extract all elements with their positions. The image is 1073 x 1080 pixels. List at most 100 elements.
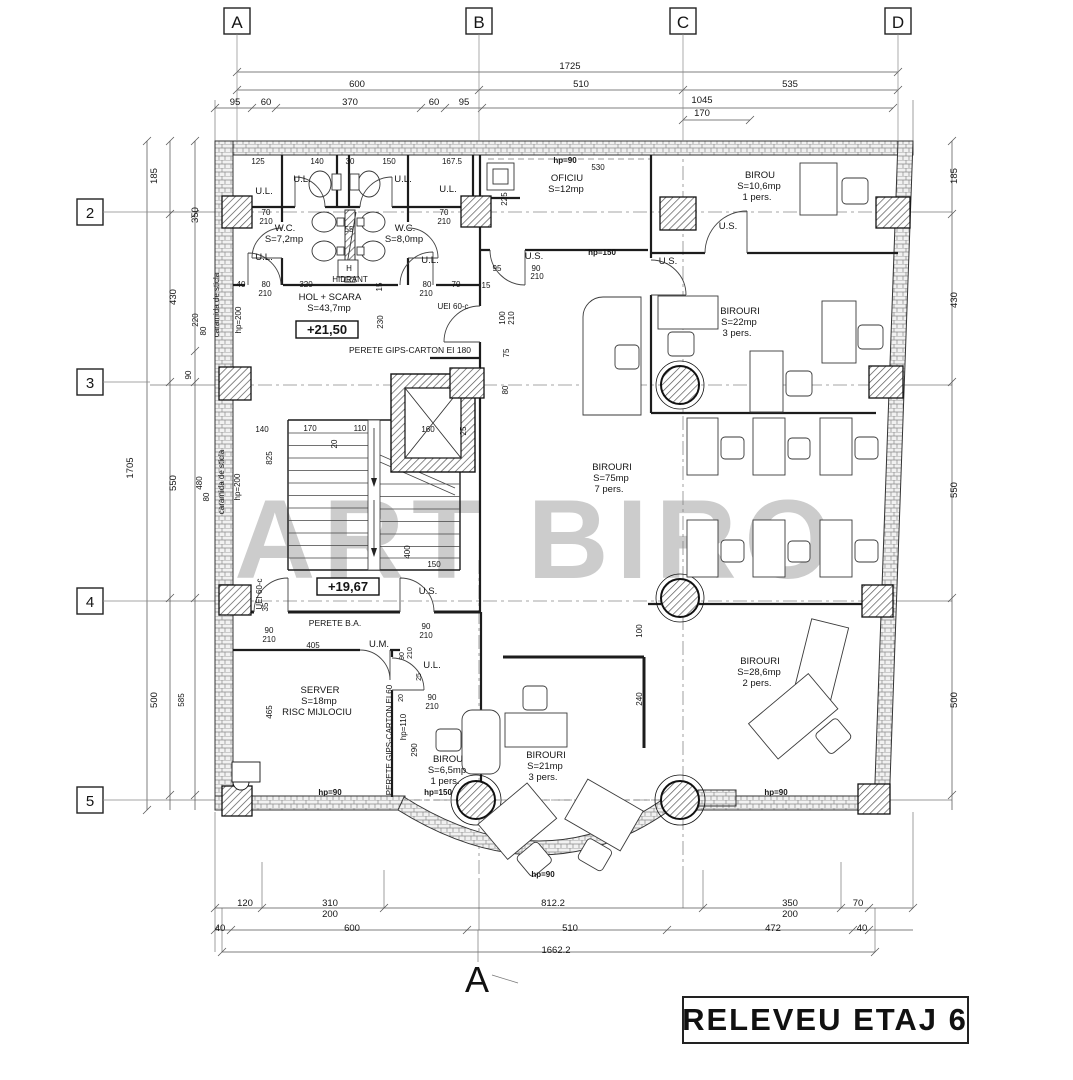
dim-label-interior: 15 (375, 282, 384, 291)
dim-label-interior: 30 (346, 157, 355, 166)
dim-label-interior: 15 (482, 281, 491, 290)
dim-label-right: 430 (949, 292, 960, 308)
dim-label-left: 585 (177, 693, 186, 707)
room-occupancy: 1 pers. (742, 192, 771, 203)
dim-label-interior: 80 (501, 385, 510, 394)
dim-label-top: 600 (349, 79, 365, 90)
door-label: U.L. (421, 255, 438, 266)
dim-label-top: 1725 (559, 61, 580, 72)
dim-label-interior: 240 (635, 692, 644, 706)
title-block (682, 996, 969, 1044)
dim-label-interior: 25 (459, 426, 468, 435)
room-area: S=21mp (527, 761, 563, 772)
dim-label-interior: 230 (376, 315, 385, 329)
dim-label-left: 550 (168, 475, 179, 491)
parapet-height-label: hp=90 (318, 788, 342, 797)
room-area: S=8,0mp (385, 234, 423, 245)
dim-label-interior: 167.5 (442, 157, 463, 166)
dim-label-bottom: 120 (237, 898, 253, 909)
dim-label-interior: 290 (410, 743, 419, 757)
dim-label-interior: 40 (237, 280, 246, 289)
dim-label-interior: 90 (428, 693, 437, 702)
room-area: S=43,7mp (307, 303, 351, 314)
grid-row-label: 4 (86, 594, 94, 611)
dim-label-interior: 90 (399, 652, 406, 660)
wall-label: caramida de sticla (212, 272, 221, 337)
dim-label-bottom: 40 (857, 923, 868, 934)
dim-label-left: 350 (190, 207, 201, 223)
grid-column-label: B (473, 13, 484, 32)
dim-label-interior: 35 (261, 602, 270, 611)
room-name: BIROURI (526, 750, 566, 761)
dim-label-bottom: 40 (215, 923, 226, 934)
room-area: S=28,6mp (737, 667, 781, 678)
door-label: U.S. (719, 221, 737, 232)
section-marker-a: A (465, 959, 489, 1000)
dim-label-interior: 320 (299, 280, 313, 289)
door-label: U.L. (255, 186, 272, 197)
dim-label-bottom: 200 (782, 909, 798, 920)
door-label: U.S. (419, 586, 437, 597)
dim-label-interior: 95 (493, 264, 502, 273)
hydrant-box (337, 259, 359, 278)
grid-column-marker (884, 7, 912, 35)
fixture-label: H (346, 264, 352, 273)
dim-label-interior: 210 (437, 217, 451, 226)
room-area: S=75mp (593, 473, 629, 484)
dim-label-top: 370 (342, 97, 358, 108)
dim-label-interior: 20 (330, 439, 339, 448)
dim-label-interior: 530 (591, 163, 605, 172)
dim-label-left: 500 (149, 692, 160, 708)
grid-row-label: 3 (86, 375, 94, 392)
room-area: S=18mp (301, 696, 337, 707)
dim-label-interior: 210 (419, 631, 433, 640)
grid-column-label: A (231, 13, 243, 32)
dim-label-interior: 80 (262, 280, 271, 289)
dim-label-top: 535 (782, 79, 798, 90)
dim-label-bottom: 510 (562, 923, 578, 934)
door-label: UEI 60-c (437, 302, 468, 311)
room-name: BIROURI (740, 656, 780, 667)
grid-column-label: C (677, 13, 689, 32)
grid-row-label: 2 (86, 205, 94, 222)
dim-label-left: 430 (168, 289, 179, 305)
dim-label-right: 500 (949, 692, 960, 708)
dim-label-top: 95 (230, 97, 241, 108)
dim-label-interior: 70 (440, 208, 449, 217)
dim-label-left: 90 (184, 370, 193, 379)
dimension-lines (142, 67, 957, 957)
dim-label-left: 220 (191, 313, 200, 327)
dim-label-top: 60 (261, 97, 272, 108)
parapet-height-label: hp=110 (399, 713, 408, 740)
wc-partition (337, 209, 359, 283)
dim-label-interior: 210 (407, 647, 414, 659)
dim-label-left: 1705 (125, 457, 136, 478)
room-name: BIROURI (720, 306, 760, 317)
dim-label-bottom: 70 (853, 898, 864, 909)
level-marker: +19,67 (328, 579, 368, 594)
door-label: U.L. (293, 174, 310, 185)
dim-label-interior: 150 (382, 157, 396, 166)
dim-label-top: 95 (459, 97, 470, 108)
room-name: BIROU (433, 754, 463, 765)
room-name: BIROURI (592, 462, 632, 473)
dim-label-interior: 75 (502, 348, 511, 357)
parapet-height-label: hp=90 (553, 156, 577, 165)
dim-label-interior: 70 (262, 208, 271, 217)
dim-label-interior: 70 (452, 280, 461, 289)
room-name: HOL + SCARA (299, 292, 362, 303)
door-label: U.L. (423, 660, 440, 671)
wall-label: PERETE B.A. (309, 618, 361, 628)
room-name: BIROU (745, 170, 775, 181)
dim-label-left: 80 (199, 326, 208, 335)
dim-label-interior: 210 (259, 217, 273, 226)
dim-label-interior: 100 (498, 311, 507, 325)
dim-label-interior: 825 (265, 451, 274, 465)
dim-label-interior: 80 (423, 280, 432, 289)
dim-label-bottom: 812.2 (541, 898, 565, 909)
grid-row-label: 5 (86, 793, 94, 810)
dim-label-right: 550 (949, 482, 960, 498)
dim-label-interior: 170 (303, 424, 317, 433)
